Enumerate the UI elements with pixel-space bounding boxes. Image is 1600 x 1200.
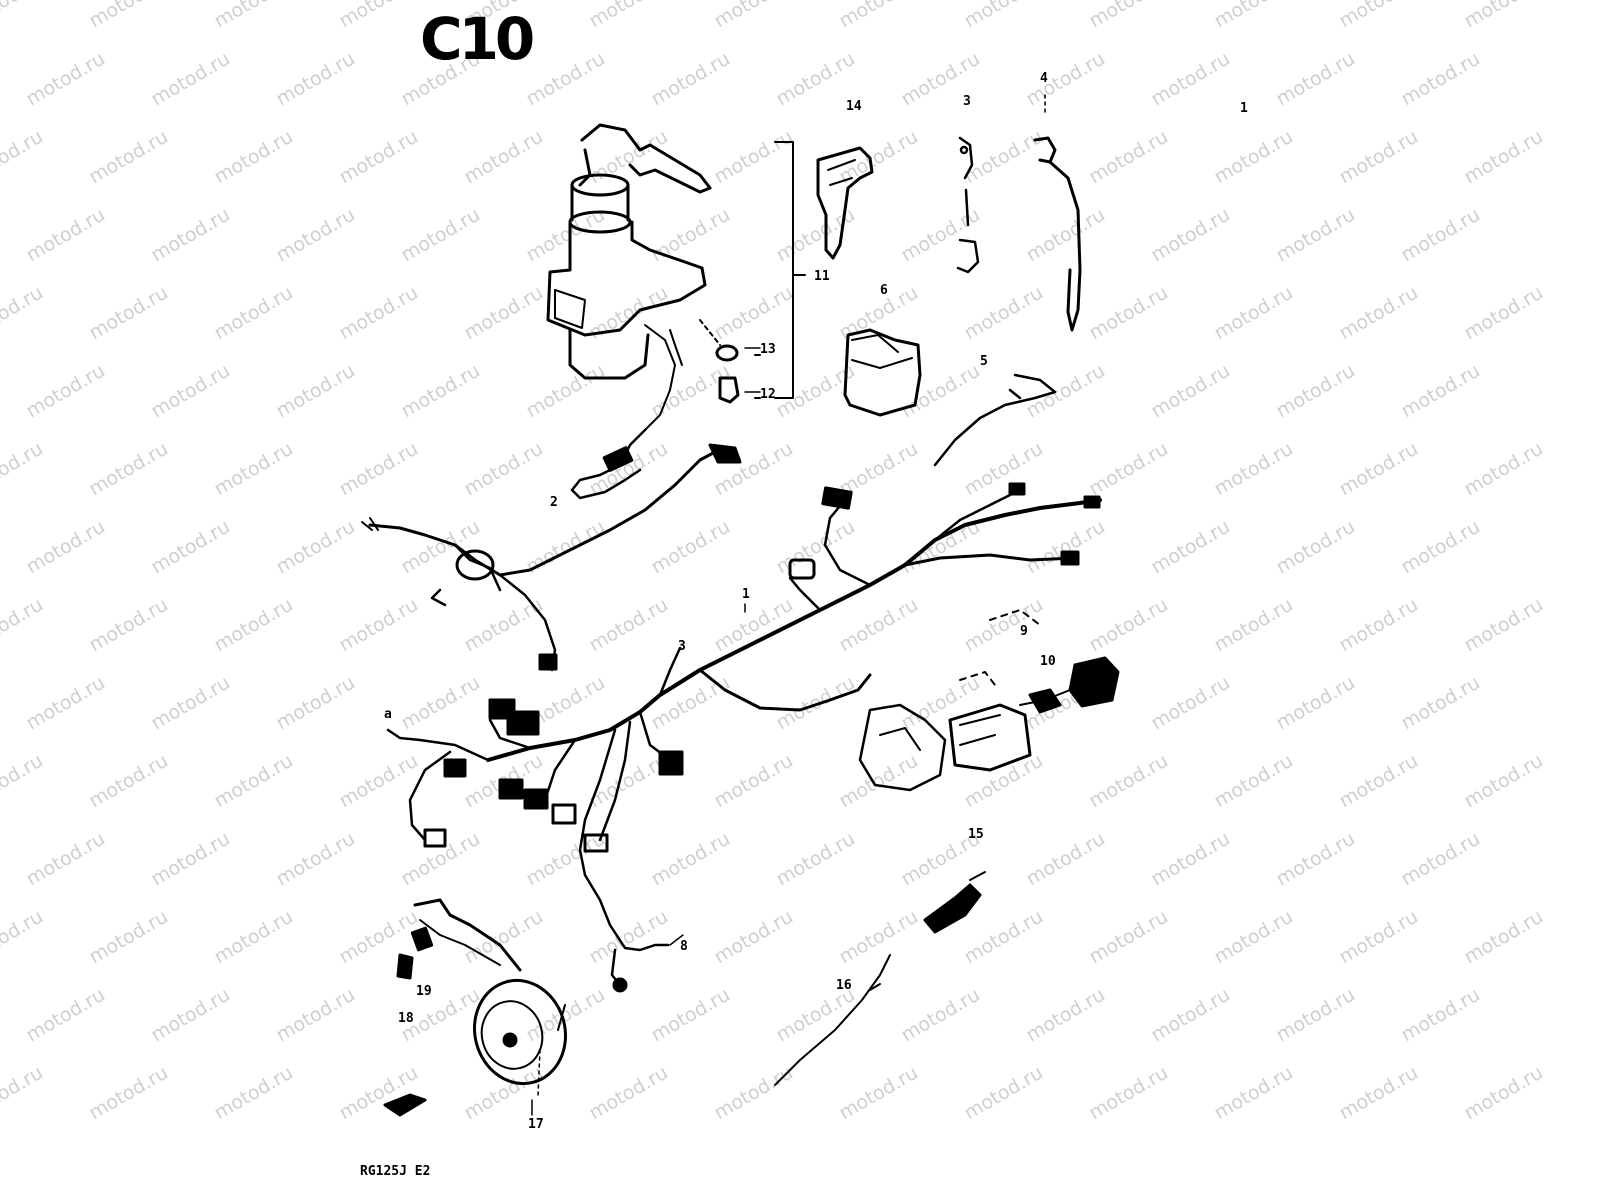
callout-11: 11 [814,269,830,284]
ignition-switch [546,123,712,431]
spring-cable-16 [774,954,891,1086]
screw-13 [699,319,739,362]
callout-2: 2 [550,495,558,510]
callout-9: 9 [1020,624,1028,639]
leader-lines [531,94,1046,1116]
callout-12: 12 [760,387,776,402]
callout-1-top: 1 [1240,101,1248,116]
callout-18: 18 [398,1011,414,1026]
relay-cluster-9-10 [858,609,1120,792]
ignition-lead-connector [570,428,647,500]
headlight-harness-2 [361,443,742,672]
callout-5: 5 [980,354,988,369]
model-code-label: RG125J E2 [360,1164,431,1179]
ignition-key [816,146,874,260]
bracket-11 [754,141,806,399]
horn-bracket [383,898,522,1117]
bracket-5 [933,373,1057,467]
callout-14: 14 [846,99,862,114]
callout-13: 13 [760,342,776,357]
callout-3: 3 [678,639,686,654]
callout-8: 8 [680,939,688,954]
callout-a: a [384,707,392,722]
lead-wire-4 [1033,136,1082,332]
horn-17 [472,978,568,1086]
screw-12 [718,376,740,404]
main-wiring-harness [386,482,1102,993]
callout-3-top: 3 [963,94,971,109]
relay-6 [843,328,922,417]
callout-4: 4 [1040,71,1048,86]
callout-17: 17 [528,1117,544,1132]
page-title: C10 [420,5,535,73]
brake-light-switch-15 [923,871,986,934]
callout-6: 6 [880,283,888,298]
callout-16: 16 [836,978,852,993]
callout-1: 1 [742,587,750,602]
fuse-holder-3 [956,136,980,274]
callout-10: 10 [1040,654,1056,669]
callout-19: 19 [416,984,432,999]
callout-15: 15 [968,827,984,842]
